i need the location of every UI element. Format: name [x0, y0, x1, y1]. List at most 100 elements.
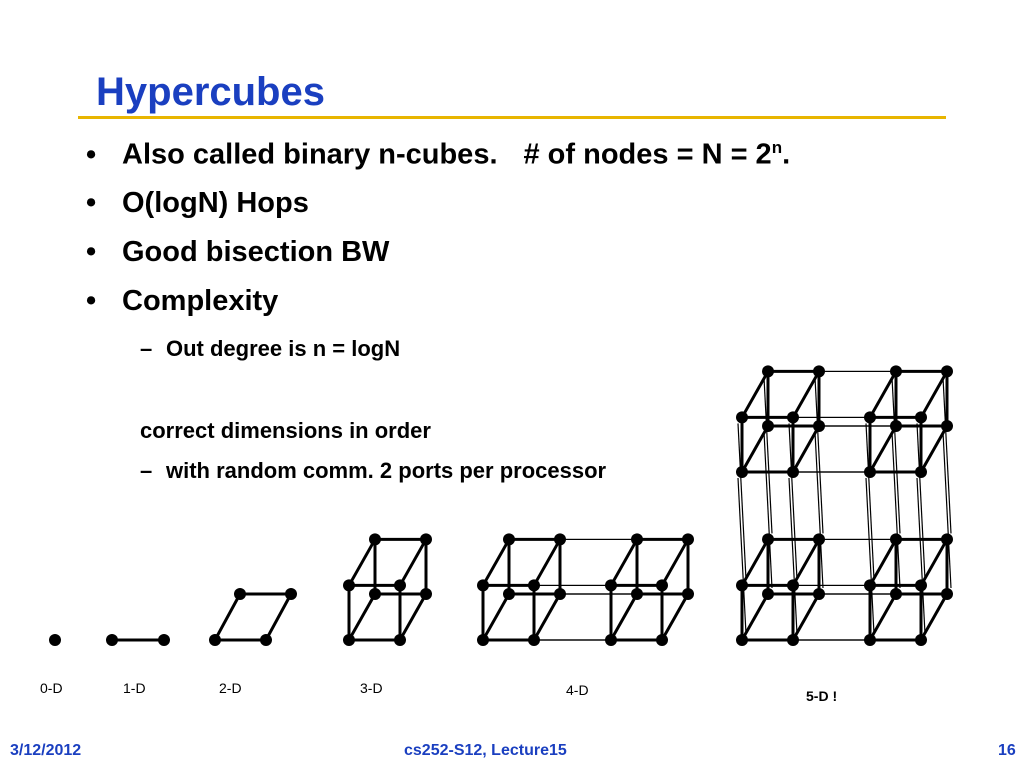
node — [736, 466, 748, 478]
edge — [609, 593, 639, 641]
edge — [264, 593, 293, 641]
node — [813, 533, 825, 546]
bullet-item: •O(logN) Hops — [86, 187, 790, 236]
node — [369, 533, 381, 546]
node — [285, 588, 297, 600]
hypercube-1d — [106, 634, 170, 646]
node — [528, 579, 540, 592]
dimension-5-link — [865, 423, 875, 580]
edge — [213, 593, 242, 641]
node — [736, 579, 748, 592]
bullet-item: •Also called binary n-cubes.# of nodes =… — [86, 138, 790, 187]
bullet-item: • Complexity — [86, 285, 790, 334]
dimension-5-link — [916, 423, 926, 580]
dimension-5-link — [763, 377, 773, 534]
dimension-5-link — [737, 477, 747, 635]
edge — [347, 593, 377, 641]
slide-title: Hypercubes — [96, 70, 325, 114]
node — [503, 588, 515, 600]
edge — [481, 593, 511, 641]
sub-bullet-out-degree: –Out degree is n = logN — [140, 336, 400, 362]
node — [890, 533, 902, 546]
node — [915, 579, 927, 592]
dimension-5-link — [942, 377, 952, 534]
node — [260, 634, 272, 646]
title-underline — [78, 116, 946, 119]
node — [890, 365, 902, 378]
edge — [347, 538, 377, 587]
bullet-item: •Good bisection BW — [86, 236, 790, 285]
dimension-5-link — [737, 423, 747, 580]
dimension-5-link — [814, 377, 824, 534]
node — [656, 634, 668, 646]
node — [420, 588, 432, 600]
footer-course: cs252-S12, Lecture15 — [404, 742, 567, 759]
node — [813, 365, 825, 378]
node — [394, 634, 406, 646]
node — [369, 588, 381, 600]
node-count-formula: # of nodes = N = 2 — [523, 138, 772, 171]
caption-2d: 2-D — [219, 680, 242, 696]
caption-0d: 0-D — [40, 680, 63, 696]
node — [787, 579, 799, 592]
note-text: correct dimensions in order — [140, 418, 431, 443]
edge — [398, 593, 428, 641]
node — [554, 588, 566, 600]
node — [762, 420, 774, 432]
dimension-5-link — [788, 423, 798, 580]
node — [864, 411, 876, 424]
node — [787, 411, 799, 424]
caption-1d: 1-D — [123, 680, 146, 696]
node — [762, 588, 774, 600]
node — [762, 533, 774, 546]
node — [234, 588, 246, 600]
formula-period: . — [782, 138, 791, 171]
sub-bullet-random-comm: –with random comm. 2 ports per processor — [140, 458, 606, 484]
bullet-marker: • — [86, 236, 97, 268]
node — [915, 466, 927, 478]
node — [343, 634, 355, 646]
dimension-5-link — [916, 477, 926, 635]
node — [915, 634, 927, 646]
node — [49, 634, 61, 646]
dimension-5-link — [942, 431, 952, 589]
bullet-marker: • — [86, 285, 97, 317]
node — [209, 634, 221, 646]
node — [915, 411, 927, 424]
edge — [398, 538, 428, 587]
node — [736, 411, 748, 424]
node — [941, 420, 953, 432]
bullet-list: •Also called binary n-cubes.# of nodes =… — [86, 138, 790, 334]
caption-5d: 5-D ! — [806, 688, 838, 704]
node — [864, 579, 876, 592]
node — [528, 634, 540, 646]
node — [787, 634, 799, 646]
edge — [481, 538, 511, 587]
node — [941, 588, 953, 600]
bullet-text: Complexity — [122, 285, 279, 317]
dash-marker: – — [140, 336, 153, 361]
node — [656, 579, 668, 592]
hypercube-3d — [343, 533, 432, 646]
node — [813, 588, 825, 600]
sub-bullet-text: Out degree is n = logN — [166, 336, 401, 361]
node — [890, 420, 902, 432]
dash-marker: – — [140, 458, 153, 483]
dimension-5-link — [763, 431, 773, 589]
edge — [660, 593, 690, 641]
formula-exponent: n — [771, 138, 783, 157]
footer-page-number: 16 — [998, 742, 1016, 759]
node — [477, 579, 489, 592]
node — [631, 588, 643, 600]
node — [682, 533, 694, 546]
node — [787, 466, 799, 478]
hypercube-4d — [477, 533, 694, 646]
dimension-5-link — [814, 431, 824, 589]
node — [682, 588, 694, 600]
node — [736, 634, 748, 646]
node — [605, 634, 617, 646]
hypercube-2d — [209, 588, 297, 646]
node — [343, 579, 355, 592]
dimension-5-link — [891, 431, 901, 589]
node — [864, 634, 876, 646]
